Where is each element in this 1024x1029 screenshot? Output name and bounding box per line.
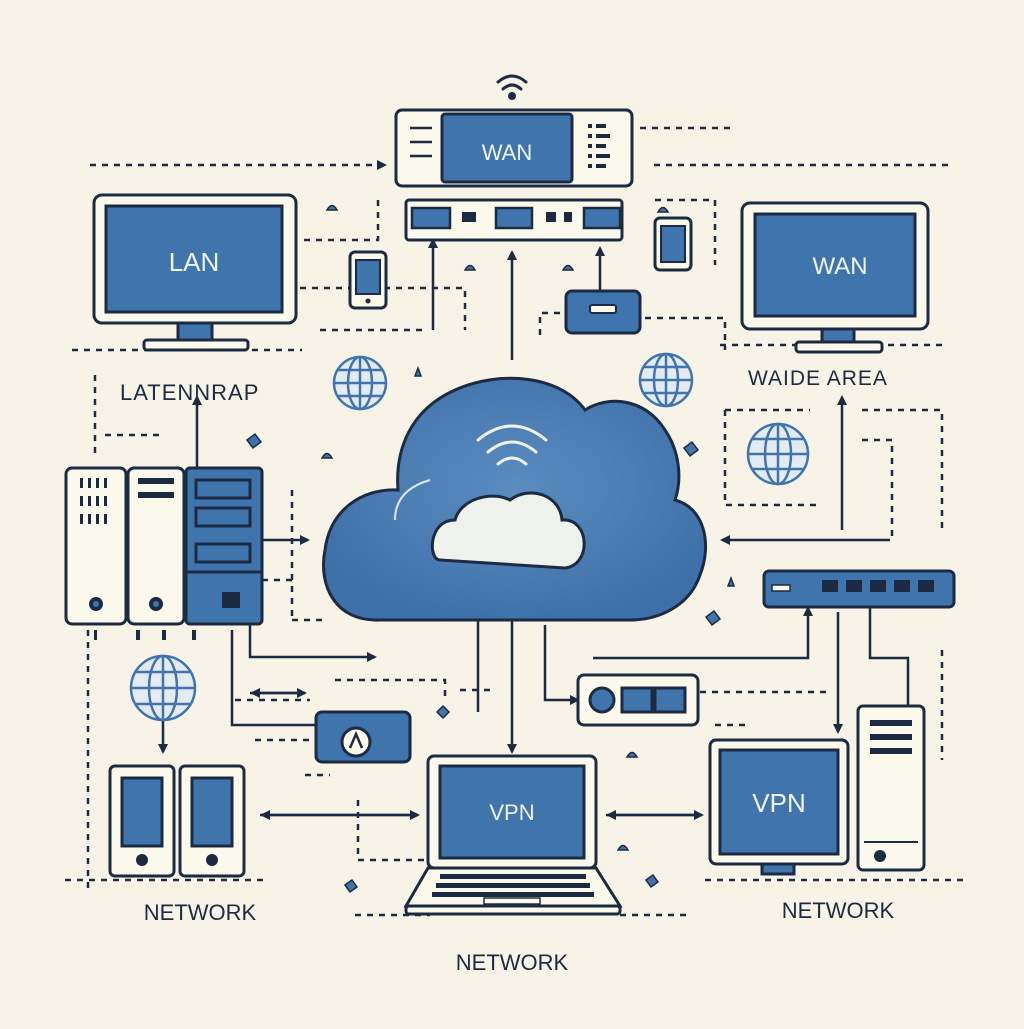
modem-icon-top bbox=[564, 289, 642, 335]
keyboard bbox=[432, 874, 594, 897]
network-label-left: NETWORK bbox=[144, 900, 257, 925]
tower-icon bbox=[856, 704, 926, 872]
lock-icon bbox=[314, 710, 412, 764]
caption-left: LATENNRAP bbox=[120, 380, 259, 405]
network-label-right: NETWORK bbox=[782, 898, 895, 923]
phone-icon-left bbox=[348, 250, 388, 310]
dashed-connectors bbox=[65, 126, 965, 917]
switch-icon bbox=[762, 569, 956, 609]
wan-router-label: WAN bbox=[482, 140, 533, 165]
monitor-vpn-label: VPN bbox=[752, 788, 805, 818]
phone-icon-right bbox=[653, 216, 693, 272]
wan-router: WAN bbox=[394, 108, 634, 242]
server-icon-left bbox=[64, 466, 264, 640]
cloud-icon bbox=[322, 376, 707, 622]
globe-icon-left bbox=[332, 355, 388, 411]
laptop-vpn-label: VPN bbox=[489, 800, 534, 825]
monitor-lan-label: LAN bbox=[169, 247, 220, 277]
server-icon-bottom-left bbox=[108, 764, 246, 878]
modem-icon bbox=[576, 673, 700, 727]
cloud-wifi-icon bbox=[476, 424, 548, 466]
caption-right: WAIDE AREA bbox=[748, 367, 888, 390]
globe-icon-bottom-left bbox=[129, 654, 197, 722]
monitor-icon-lan: LAN bbox=[92, 193, 298, 352]
laptop-icon: VPN bbox=[403, 754, 623, 916]
globe-icon-far-right bbox=[746, 422, 810, 486]
monitor-icon-vpn: VPN bbox=[708, 738, 850, 876]
monitor-wan-label: WAN bbox=[812, 253, 867, 280]
globe-icon-right bbox=[638, 352, 694, 408]
network-label-center: NETWORK bbox=[456, 950, 569, 975]
decorations bbox=[245, 204, 736, 894]
wifi-icon bbox=[496, 74, 528, 100]
monitor-icon-wan: WAN bbox=[740, 201, 930, 354]
